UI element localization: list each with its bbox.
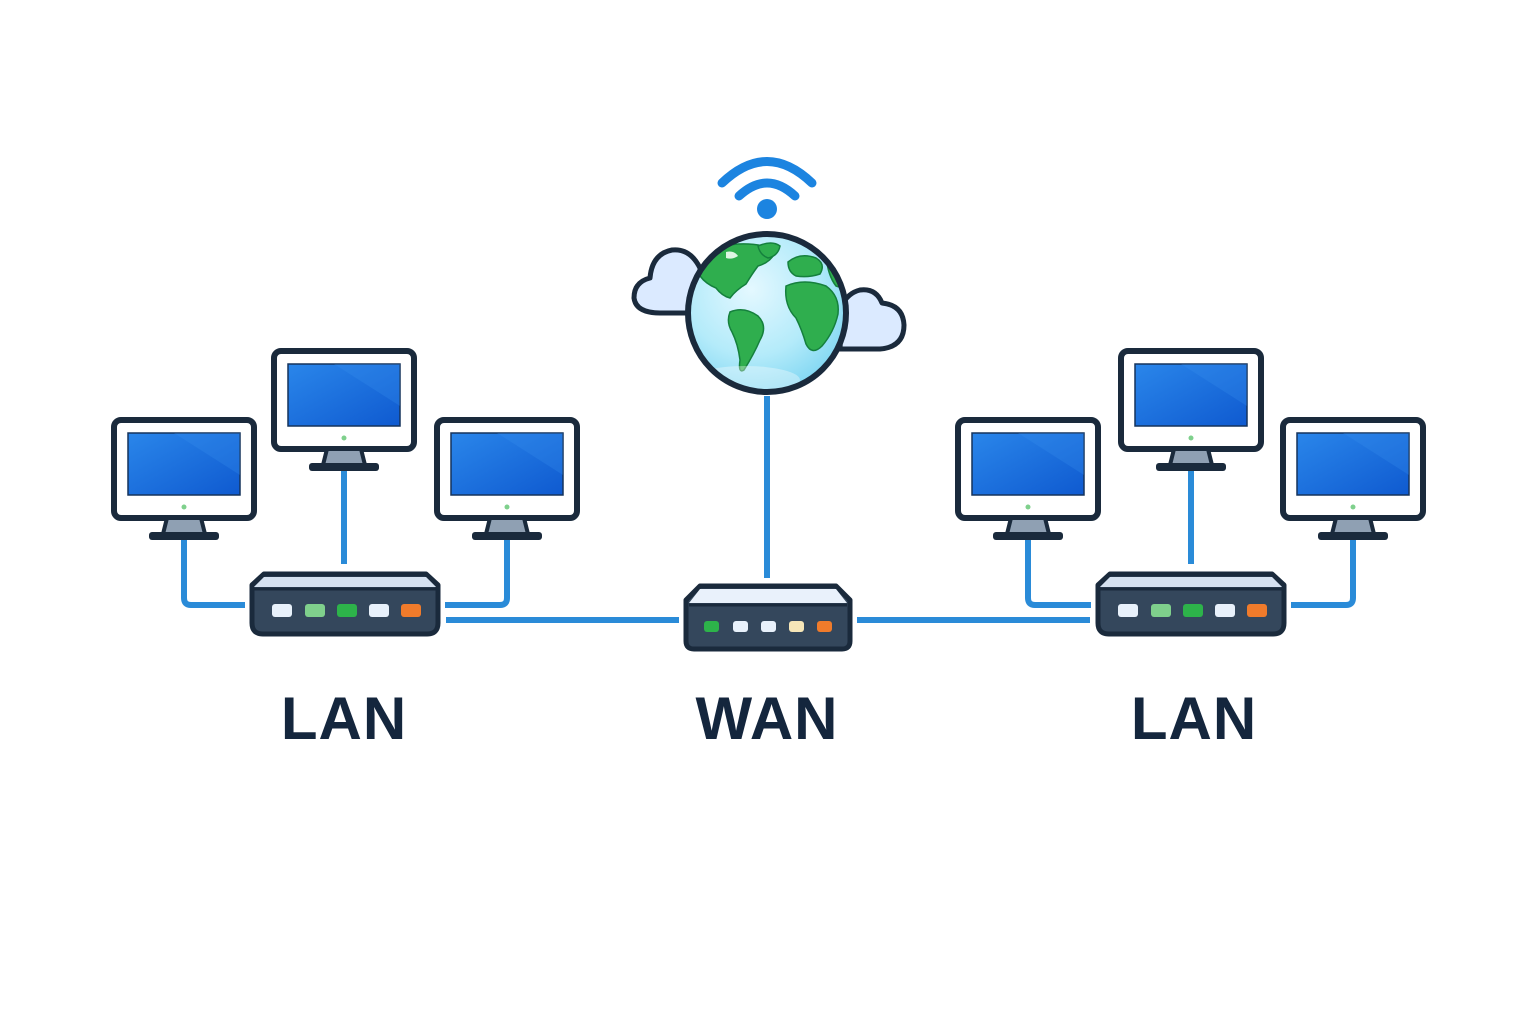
wan-label: WAN <box>695 685 839 752</box>
monitor-icon <box>1283 420 1423 540</box>
cloud-icon <box>631 247 703 316</box>
router-icon <box>683 583 853 652</box>
cloud-icon <box>837 287 907 352</box>
lan-right-label: LAN <box>1130 685 1258 752</box>
monitor-icon <box>1121 351 1261 471</box>
lan-left-label: LAN <box>280 685 408 752</box>
wifi-icon <box>717 157 817 219</box>
cables <box>181 396 1356 623</box>
switch-icon <box>1098 574 1284 634</box>
monitor-icon <box>114 420 254 540</box>
switch-icon <box>252 574 438 634</box>
monitor-icon <box>958 420 1098 540</box>
cable-right-monitor-1 <box>1025 538 1091 608</box>
cable-left-monitor-1 <box>181 538 245 608</box>
cable-left-monitor-3 <box>445 538 510 608</box>
monitor-icon <box>274 351 414 471</box>
cable-right-monitor-3 <box>1291 538 1356 608</box>
monitor-icon <box>437 420 577 540</box>
globe-icon <box>685 231 849 395</box>
